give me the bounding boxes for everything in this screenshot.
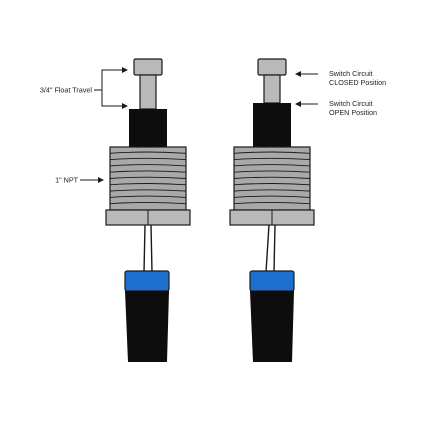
npt-label: 1" NPT <box>55 176 79 185</box>
stem-cap <box>257 58 287 76</box>
threaded-body <box>109 146 187 211</box>
open-position-callout: Switch Circuit OPEN Position <box>295 99 377 117</box>
thread-ridge <box>109 189 187 192</box>
thread-ridge <box>233 157 311 161</box>
thread-ridge <box>233 170 311 173</box>
npt-callout: 1" NPT <box>55 176 104 185</box>
black-collar <box>253 103 291 147</box>
thread-ridge <box>233 164 311 167</box>
open-position-label-line1: Switch Circuit <box>329 99 373 108</box>
threaded-body <box>233 146 311 211</box>
thread-ridge <box>109 176 187 179</box>
wire <box>273 224 276 273</box>
thread-ridge <box>109 195 187 198</box>
float-travel-callout: 3/4" Float Travel <box>40 67 128 109</box>
wire <box>150 224 153 273</box>
thread-ridge <box>233 183 311 186</box>
thread-ridge <box>109 170 187 173</box>
closed-position-callout: Switch Circuit CLOSED Position <box>295 69 386 87</box>
blue-float-band <box>124 270 170 292</box>
blue-float-band <box>249 270 295 292</box>
thread-ridge <box>109 151 187 154</box>
closed-position-switch <box>105 58 191 362</box>
closed-position-label-line2: CLOSED Position <box>329 78 386 87</box>
wire <box>265 224 270 273</box>
black-float-body <box>125 291 169 362</box>
thread-ridge <box>233 189 311 192</box>
closed-position-label-line1: Switch Circuit <box>329 69 373 78</box>
stem <box>139 74 157 110</box>
thread-ridge <box>109 183 187 186</box>
thread-ridge <box>233 195 311 198</box>
float-travel-bracket <box>101 69 112 107</box>
open-position-switch <box>229 58 315 362</box>
thread-ridge <box>233 201 311 205</box>
stem-cap <box>133 58 163 76</box>
thread-ridge <box>233 151 311 154</box>
float-travel-label: 3/4" Float Travel <box>40 86 92 95</box>
open-position-label-line2: OPEN Position <box>329 108 377 117</box>
black-collar <box>129 109 167 147</box>
black-float-body <box>250 291 294 362</box>
thread-ridge <box>109 201 187 205</box>
thread-ridge <box>109 157 187 161</box>
thread-ridge <box>109 164 187 167</box>
stem <box>263 74 281 104</box>
wire <box>143 224 146 273</box>
thread-ridge <box>233 176 311 179</box>
